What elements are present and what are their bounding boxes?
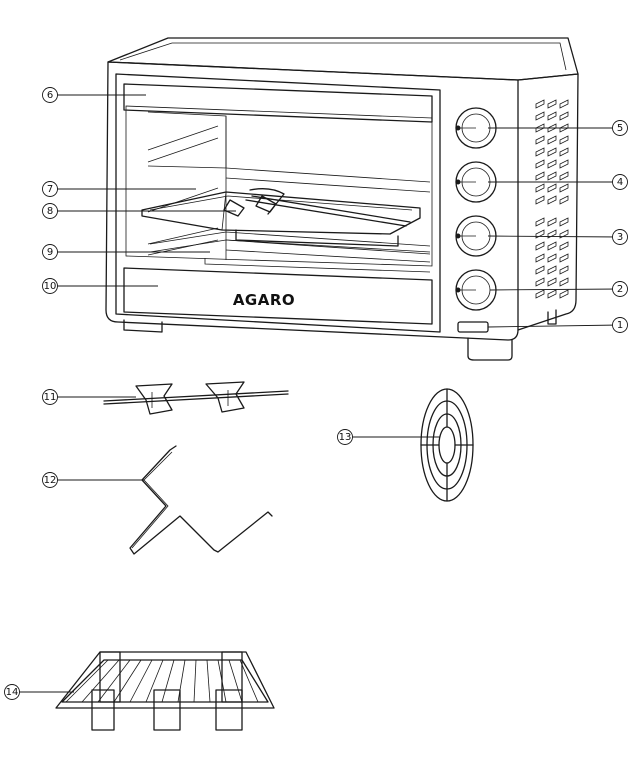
callout-6: 6 [42,87,58,103]
callout-number: 8 [47,206,53,217]
callout-number: 7 [47,184,53,195]
control-panel [455,107,497,333]
callout-5: 5 [612,120,628,136]
callout-2: 2 [612,281,628,297]
callout-number: 9 [47,247,53,258]
callout-number: 3 [617,232,623,243]
side-vents [535,99,569,299]
brand-label: AGARO [233,291,295,309]
callout-number: 4 [617,177,623,188]
callout-9: 9 [42,244,58,260]
callout-number: 14 [6,687,19,698]
callout-number: 13 [339,432,352,443]
callout-13: 13 [337,429,353,445]
callout-10: 10 [42,278,58,294]
knob-bottom[interactable] [455,269,497,311]
grill-rack [55,651,275,731]
callout-4: 4 [612,174,628,190]
callout-8: 8 [42,203,58,219]
callout-number: 5 [617,123,623,134]
callout-number: 12 [44,475,57,486]
callout-12: 12 [42,472,58,488]
crumb-tray [123,267,433,325]
callout-number: 11 [44,392,57,403]
callout-number: 6 [47,90,53,101]
callout-14: 14 [4,684,20,700]
callout-number: 1 [617,320,623,331]
convection-fan-cover [420,388,474,502]
door-handle [123,83,433,123]
rotisserie-handle [129,445,273,555]
control-light [457,321,489,333]
oven-body [105,37,579,361]
callout-7: 7 [42,181,58,197]
rotisserie-spit-in-oven [223,188,411,227]
oven-door [115,73,441,333]
rotisserie-spit [103,381,289,415]
callout-3: 3 [612,229,628,245]
callout-number: 10 [44,281,57,292]
callout-11: 11 [42,389,58,405]
wire-rack [149,231,431,273]
callout-1: 1 [612,317,628,333]
callout-number: 2 [617,284,623,295]
